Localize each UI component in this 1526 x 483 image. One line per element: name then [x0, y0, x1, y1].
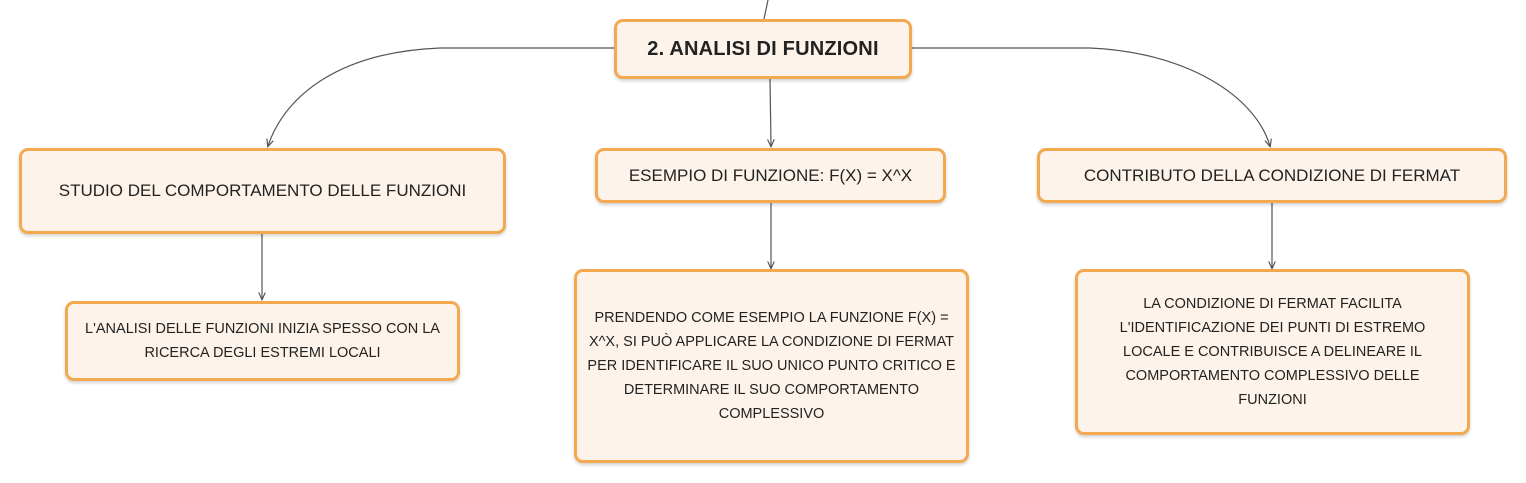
topic-node-contributo[interactable]: CONTRIBUTO DELLA CONDIZIONE DI FERMAT: [1037, 148, 1507, 203]
detail-node-studio[interactable]: L'ANALISI DELLE FUNZIONI INIZIA SPESSO C…: [65, 301, 460, 381]
topic-node-studio[interactable]: STUDIO DEL COMPORTAMENTO DELLE FUNZIONI: [19, 148, 506, 234]
connector-root-to-contributo: [911, 47, 1270, 146]
topic-node-label: ESEMPIO DI FUNZIONE: F(X) = X^X: [628, 165, 913, 185]
topic-node-label: STUDIO DEL COMPORTAMENTO DELLE FUNZIONI: [58, 181, 467, 200]
connector-root-to-studio: [268, 47, 614, 146]
connector-root-to-esempio: [770, 77, 771, 146]
detail-node-esempio[interactable]: PRENDENDO COME ESEMPIO LA FUNZIONE F(X) …: [574, 269, 969, 463]
topic-node-esempio[interactable]: ESEMPIO DI FUNZIONE: F(X) = X^X: [595, 148, 946, 203]
detail-node-contributo[interactable]: LA CONDIZIONE DI FERMAT FACILITA L'IDENT…: [1075, 269, 1470, 435]
detail-node-text: L'ANALISI DELLE FUNZIONI INIZIA SPESSO C…: [85, 321, 440, 361]
detail-node-text: LA CONDIZIONE DI FERMAT FACILITA L'IDENT…: [1119, 296, 1426, 408]
detail-node-text: PRENDENDO COME ESEMPIO LA FUNZIONE F(X) …: [587, 310, 956, 422]
parent-connector: [763, 0, 769, 20]
topic-node-label: CONTRIBUTO DELLA CONDIZIONE DI FERMAT: [1083, 165, 1461, 185]
root-node-label: 2. ANALISI DI FUNZIONI: [647, 37, 879, 60]
root-node[interactable]: 2. ANALISI DI FUNZIONI: [614, 19, 912, 79]
